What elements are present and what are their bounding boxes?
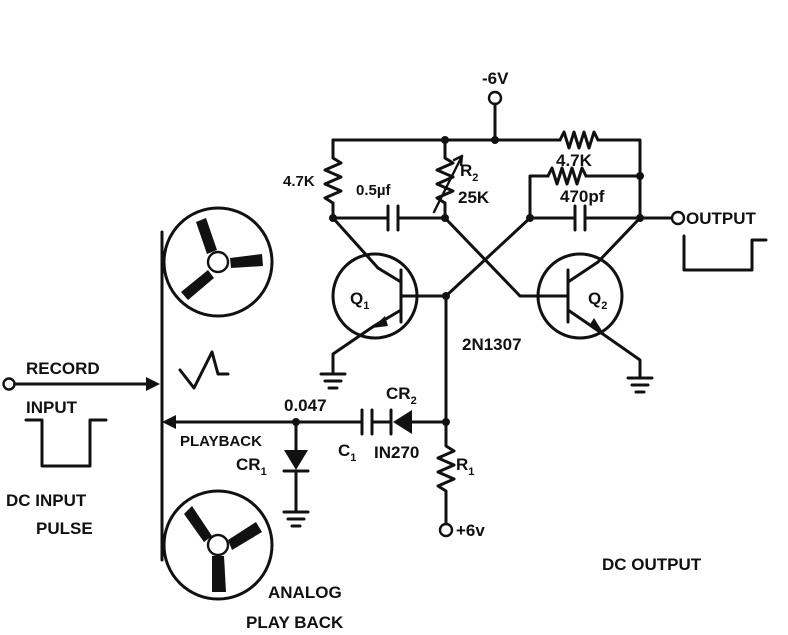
label-dc-input-line2: PULSE [36,519,93,538]
analog-waveform-icon [178,350,230,390]
label-q2-sub: 2 [601,300,607,312]
input-pulse-waveform [24,418,108,468]
label-analog-line2: PLAY BACK [246,613,344,632]
resistor-r2-variable [432,138,464,220]
resistor-4k7-left [323,138,343,220]
label-cr2-part: IN270 [374,443,419,462]
label-dc-input-line1: DC INPUT [6,491,87,510]
transistor-q1 [331,252,450,374]
tape-reel-upper [162,206,274,318]
label-q1-name: Q [350,289,363,308]
label-analog-line1: ANALOG [268,583,342,602]
label-q2-name: Q [588,289,601,308]
label-neg-supply: -6V [482,69,509,88]
label-r1: R1 [456,455,474,478]
ground-symbol-q1 [319,372,347,390]
label-playback: PLAYBACK [180,433,262,450]
label-r2: R2 [460,161,478,184]
diode-cr1 [282,420,310,528]
output-pulse-waveform [682,234,768,272]
label-q1: Q1 [350,289,369,312]
label-c1-name: C [338,441,350,460]
label-dc-output: DC OUTPUT [602,555,702,574]
label-r-left: 4.7K [283,173,315,190]
record-input [2,377,160,391]
playback-arrow [162,415,176,429]
label-input: INPUT [26,398,78,417]
output-terminal [670,210,686,226]
label-cr2-sub: 2 [411,395,417,407]
label-cr1-sub: 1 [261,466,267,478]
label-pos-supply: +6v [456,521,485,540]
transistor-q2 [536,252,642,378]
record-input-terminal [2,377,16,391]
label-transistor-type: 2N1307 [462,335,522,354]
label-cr1: CR1 [236,455,267,478]
label-cap-right: 470pf [560,187,605,206]
resistor-4k7-lower-right [528,166,644,220]
resistor-r1 [436,420,456,538]
diode-cr2 [393,410,412,434]
neg-supply-terminal [487,90,503,106]
label-c1-value: 0.047 [284,396,327,415]
label-cr1-name: CR [236,455,261,474]
label-record: RECORD [26,359,100,378]
label-r2-sub: 2 [472,172,478,184]
label-r2-name: R [460,161,472,180]
capacitor-0-5uf [329,204,449,232]
label-cr2: CR2 [386,384,417,407]
pos-supply-terminal [438,522,454,538]
label-c1: C1 [338,441,356,464]
label-cr2-name: CR [386,384,411,403]
tape-reel-lower [162,489,274,601]
label-output: OUTPUT [686,209,757,228]
trigger-path [162,294,450,436]
label-r-right: 4.7K [556,151,593,170]
label-r1-sub: 1 [468,466,474,478]
label-q1-sub: 1 [363,300,369,312]
label-c1-sub: 1 [350,452,356,464]
label-r2-value: 25K [458,188,490,207]
capacitor-470pf [526,204,686,232]
resistor-4k7-top-right [558,130,600,150]
label-q2: Q2 [588,289,607,312]
ground-symbol-q2 [626,376,654,394]
label-r1-name: R [456,455,468,474]
label-cap-top: 0.5µf [356,182,391,199]
